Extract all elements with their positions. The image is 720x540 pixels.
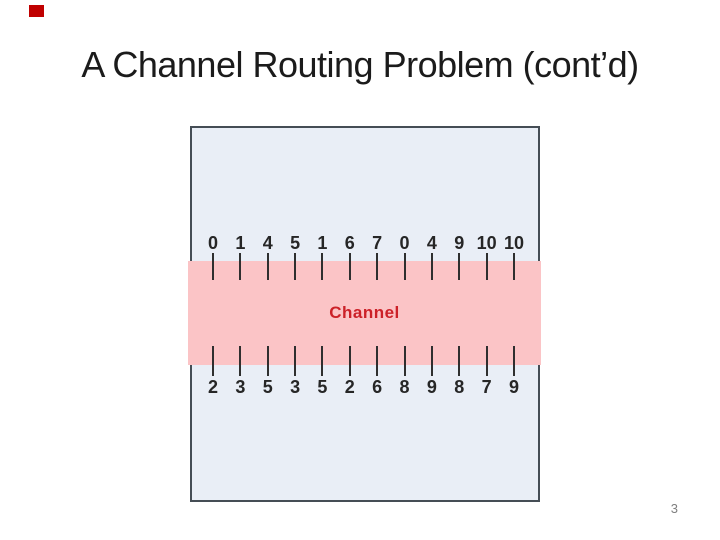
bottom-pin-tick <box>321 346 324 376</box>
bottom-pin-label: 8 <box>454 377 465 397</box>
top-pin-label: 4 <box>426 233 437 253</box>
top-pin-tick <box>485 253 488 280</box>
bottom-pin-label: 6 <box>372 377 383 397</box>
bottom-pin-tick <box>239 346 242 376</box>
bottom-pin-label: 5 <box>262 377 273 397</box>
bottom-pin-label: 3 <box>290 377 301 397</box>
top-pin-label: 10 <box>503 233 524 253</box>
bottom-pin-label: 7 <box>481 377 492 397</box>
bottom-pin-label: 9 <box>508 377 519 397</box>
top-pin-label: 0 <box>399 233 410 253</box>
top-pin-tick <box>403 253 406 280</box>
top-pin-tick <box>458 253 461 280</box>
top-pin-tick <box>512 253 515 280</box>
slide-title: A Channel Routing Problem (cont’d) <box>81 44 639 85</box>
top-pin-tick <box>348 253 351 280</box>
top-pin-tick <box>239 253 242 280</box>
top-pin-tick <box>266 253 269 280</box>
top-pin-label: 6 <box>344 233 355 253</box>
bottom-pin-tick <box>403 346 406 376</box>
top-pin-label: 10 <box>476 233 497 253</box>
top-pin-tick <box>430 253 433 280</box>
channel-label: Channel <box>329 303 400 322</box>
bottom-pin-label: 5 <box>317 377 328 397</box>
bottom-pin-tick <box>212 346 214 376</box>
top-pin-label: 1 <box>317 233 328 253</box>
bottom-pin-label: 3 <box>235 377 246 397</box>
top-pin-label: 7 <box>372 233 383 253</box>
bottom-pin-tick <box>512 346 515 376</box>
page-number: 3 <box>670 501 678 516</box>
top-pin-label: 0 <box>207 233 218 253</box>
bottom-pin-tick <box>485 346 488 376</box>
red-accent-square <box>29 5 44 17</box>
top-pin-tick <box>212 253 214 280</box>
bottom-pin-tick <box>430 346 433 376</box>
bottom-pin-tick <box>376 346 379 376</box>
top-pin-tick <box>294 253 297 280</box>
top-pin-label: 9 <box>454 233 465 253</box>
bottom-pin-label: 2 <box>207 377 218 397</box>
top-pin-tick <box>321 253 324 280</box>
bottom-pin-tick <box>348 346 351 376</box>
bottom-pin-tick <box>266 346 269 376</box>
top-pin-label: 4 <box>262 233 273 253</box>
top-pin-label: 1 <box>235 233 246 253</box>
bottom-pin-tick <box>294 346 297 376</box>
bottom-pin-label: 9 <box>426 377 437 397</box>
top-pin-label: 5 <box>290 233 301 253</box>
bottom-pin-label: 8 <box>399 377 410 397</box>
bottom-pin-label: 2 <box>344 377 355 397</box>
top-pin-tick <box>376 253 379 280</box>
bottom-pin-tick <box>458 346 461 376</box>
channel-band: Channel <box>188 261 541 365</box>
